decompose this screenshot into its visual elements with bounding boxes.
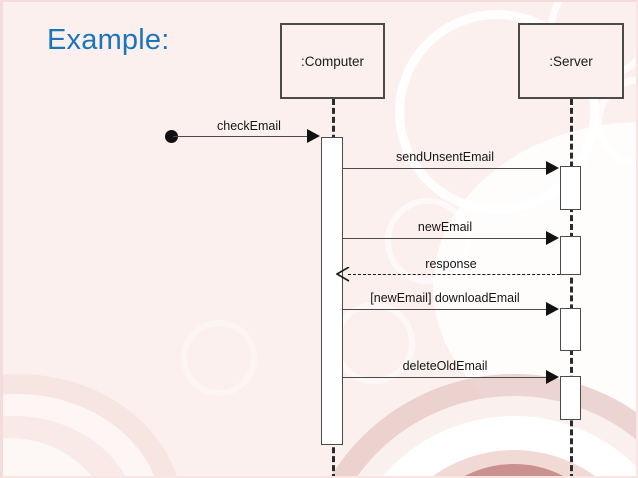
found-message-start-dot <box>165 130 178 143</box>
message-label-response: response <box>425 257 477 271</box>
arrowhead-send-unsent-email <box>546 161 559 175</box>
slide-title: Example: <box>47 24 170 56</box>
message-line-delete-old-email <box>342 377 547 378</box>
lifeline-head-computer: :Computer <box>280 23 385 99</box>
message-label-download-email: [newEmail] downloadEmail <box>370 291 520 305</box>
activation-server-1 <box>560 166 581 210</box>
activation-server-3 <box>560 308 581 351</box>
message-line-new-email <box>342 238 547 239</box>
message-line-send-unsent-email <box>342 168 547 169</box>
arrowhead-response <box>336 267 350 282</box>
activation-server-2 <box>560 236 581 275</box>
arrowhead-download-email <box>546 302 559 316</box>
lifeline-label-computer: :Computer <box>300 53 365 69</box>
message-label-new-email: newEmail <box>417 220 473 234</box>
lifeline-server <box>570 99 573 476</box>
message-line-download-email <box>342 309 547 310</box>
arrowhead-check-email <box>307 129 320 143</box>
activation-computer <box>321 137 343 445</box>
activation-server-4 <box>560 376 581 420</box>
message-line-check-email <box>173 136 307 137</box>
sequence-diagram: :Computer :Server checkEmail sendUnsentE… <box>3 2 636 476</box>
message-label-check-email: checkEmail <box>217 119 281 133</box>
arrowhead-delete-old-email <box>546 370 559 384</box>
message-label-delete-old-email: deleteOldEmail <box>402 359 488 373</box>
lifeline-label-server: :Server <box>549 53 593 69</box>
message-line-response <box>348 274 560 275</box>
arrowhead-new-email <box>546 231 559 245</box>
message-label-send-unsent-email: sendUnsentEmail <box>396 150 494 164</box>
lifeline-head-server: :Server <box>518 23 624 99</box>
